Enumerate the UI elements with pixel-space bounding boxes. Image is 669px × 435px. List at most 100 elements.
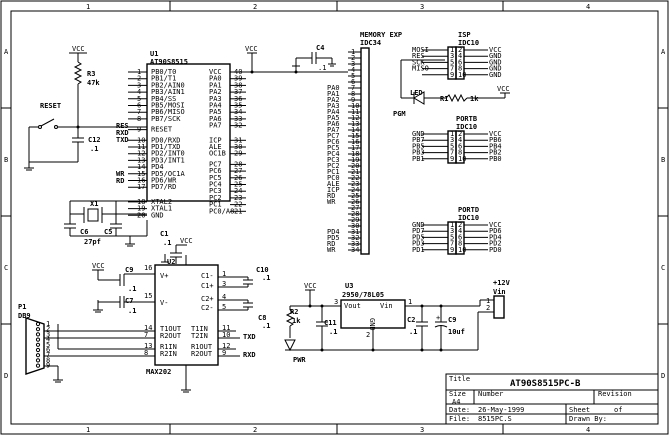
of-label: of	[614, 406, 622, 414]
u2-num-8: 8	[144, 349, 148, 357]
memory-net-label: PC2	[327, 162, 340, 170]
isp-num-l: 3	[450, 52, 454, 60]
isp-num-l: 7	[450, 65, 454, 73]
portd-num-r: 8	[458, 240, 462, 248]
u3-n1: 1	[408, 298, 412, 306]
u1-microcontroller: U1 AT90S8515 PB0/T01PB1/T12PB2/AIN03PB3/…	[116, 50, 246, 219]
isp-left-label: MOSI	[412, 46, 429, 54]
memory-pin-num: 2	[351, 54, 355, 62]
memory-pin-num: 20	[351, 162, 359, 170]
row-label-right-A: A	[661, 48, 666, 56]
u1-pin-name: PA2	[209, 88, 222, 96]
memory-net-label: PC3	[327, 156, 340, 164]
u2-num-3: 3	[222, 280, 226, 288]
u1-pin-name: PA7	[209, 122, 222, 130]
c11-ref: C11	[324, 319, 337, 327]
u2-num-16: 16	[144, 264, 152, 272]
memory-pin-num: 7	[351, 84, 355, 92]
reset-label: RESET	[40, 102, 61, 110]
u2-pin-c2p: C2+	[201, 295, 214, 303]
pgm-label: PGM	[393, 110, 406, 118]
u1-net-rd: RD	[116, 177, 124, 185]
db9-pin-num: 8	[46, 356, 50, 364]
portb-left-label: PB1	[412, 155, 425, 163]
u2-num-15: 15	[144, 292, 152, 300]
u2-pin-vp: V+	[160, 272, 168, 280]
u2-pin-t2in: T2IN	[191, 332, 208, 340]
title-block: Title AT90S8515PC-B Size A4 Number Revis…	[445, 373, 659, 425]
u1-part: AT90S8515	[150, 58, 188, 66]
isp-num-l: 9	[450, 71, 454, 79]
u1-pin-name: PB1/T1	[151, 75, 176, 83]
u2-pin-c1m: C1-	[201, 272, 214, 280]
memory-pin-num: 13	[351, 120, 359, 128]
u1-pin-name: PB6/MISO	[151, 108, 185, 116]
portb-right-label: PB2	[489, 149, 502, 157]
memory-pin-num: 18	[351, 150, 359, 158]
isp-num-r: 4	[458, 52, 462, 60]
isp-num-r: 8	[458, 65, 462, 73]
portb-right-label: PB0	[489, 155, 502, 163]
u2-num-14: 14	[144, 324, 152, 332]
u1-ref: U1	[150, 50, 158, 58]
memory-pin-num: 17	[351, 144, 359, 152]
date-label: Date:	[449, 406, 470, 414]
isp-right-label: GND	[489, 71, 502, 79]
u2-num-7: 7	[144, 331, 148, 339]
c9-ref: C9	[125, 266, 133, 274]
memory-net-label-low: PD4	[327, 228, 340, 236]
r2-val: 1k	[292, 317, 301, 325]
portb-num-r: 6	[458, 142, 462, 150]
u2-pin-r2in: R2IN	[160, 350, 177, 358]
memory-net-label: PC1	[327, 168, 340, 176]
pwr-label: PWR	[293, 356, 306, 364]
memory-pin-num: 4	[351, 66, 355, 74]
memory-pin-num: 21	[351, 168, 359, 176]
u2-pin-t1in: T1IN	[191, 325, 208, 333]
isp-num-r: 6	[458, 58, 462, 66]
c2-ref: C2	[407, 316, 415, 324]
portb-num-r: 4	[458, 136, 462, 144]
column-label-bottom-4: 4	[586, 426, 590, 434]
u1-pin-name: PC1	[209, 201, 222, 209]
u2-num-1: 1	[222, 270, 226, 278]
isp-left-label: SCK	[412, 58, 425, 66]
u2-num-13: 13	[144, 342, 152, 350]
portd-left-label: GND	[412, 221, 425, 229]
memory-pin-num: 9	[351, 96, 355, 104]
memory-net-label: PA0	[327, 84, 340, 92]
u1-pin-name: VCC	[209, 68, 222, 76]
file-value: 8515PC.S	[478, 415, 512, 423]
isp-title: ISP	[458, 31, 471, 39]
portd-num-r: 10	[458, 246, 466, 254]
u1-net-wr: WR	[116, 170, 125, 178]
c9-val: .1	[128, 285, 136, 293]
db9-pin-num: 3	[46, 330, 50, 338]
x1-ref: X1	[90, 200, 98, 208]
u1-pin-name: PD1/TXD	[151, 143, 181, 151]
memory-net-label: RD	[327, 192, 335, 200]
u1-pin-name: PC4	[209, 181, 222, 189]
portd-right-label: PD6	[489, 227, 502, 235]
c4-ref: C4	[316, 44, 324, 52]
txd-net: TXD	[243, 333, 256, 341]
memory-net-label: PA4	[327, 108, 340, 116]
memory-net-label: PC4	[327, 150, 340, 158]
portb-left-label: PB7	[412, 136, 425, 144]
u1-pin-name: PB2/AIN0	[151, 81, 185, 89]
u2-num-5: 5	[222, 303, 226, 311]
u1-pin-name: GND	[151, 211, 164, 219]
u1-pin-name: PB0/T0	[151, 68, 176, 76]
memory-pin-num: 26	[351, 198, 359, 206]
c1-ref: C1	[160, 230, 168, 238]
portd-num-r: 4	[458, 227, 462, 235]
portb-num-l: 9	[450, 155, 454, 163]
memory-pin-num: 25	[351, 192, 359, 200]
portb-left-label: GND	[412, 130, 425, 138]
u1-pin-name: PA5	[209, 108, 222, 116]
u1-pin-name: PD4	[151, 163, 164, 171]
memory-pin-num: 24	[351, 186, 359, 194]
memory-pin-num: 10	[351, 102, 359, 110]
